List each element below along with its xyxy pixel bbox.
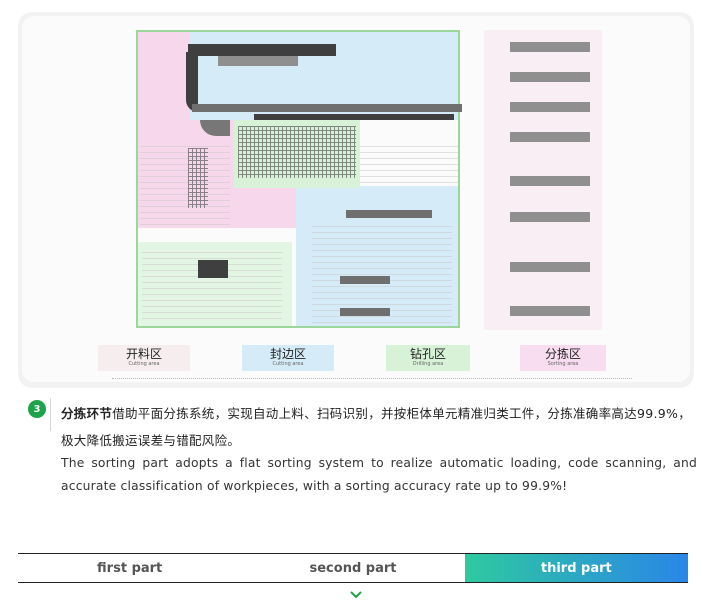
- machine-curve-mid: [200, 120, 230, 136]
- edge-machine-3: [340, 308, 390, 316]
- machine-line-mid: [192, 104, 462, 112]
- sorting-station-7: [510, 262, 590, 272]
- sorting-station-6: [510, 212, 590, 222]
- legend-sorting: 分拣区 Sorting area: [520, 345, 606, 371]
- cutting-machine-grid: [188, 148, 208, 208]
- factory-layout-image: 开料区 Cutting area 封边区 Cutting area 钻孔区 Dr…: [18, 12, 694, 388]
- conveyor-lines-left: [140, 146, 230, 226]
- legend-sublabel: Sorting area: [547, 361, 579, 367]
- cutting-machine: [198, 260, 228, 278]
- machine-line-top-2: [218, 56, 298, 66]
- sorting-station-5: [510, 176, 590, 186]
- section-title: 分拣环节: [61, 406, 113, 421]
- section-description-zh: 分拣环节借助平面分拣系统，实现自动上料、扫码识别，并按柜体单元精准归类工件，分拣…: [61, 400, 697, 454]
- sorting-station-8: [510, 306, 590, 316]
- tab-second-part[interactable]: second part: [309, 560, 397, 576]
- sorting-station-4: [510, 132, 590, 142]
- legend-label: 分拣区: [544, 347, 581, 361]
- legend-drilling: 钻孔区 Drilling area: [386, 345, 470, 371]
- legend-label: 钻孔区: [409, 347, 446, 361]
- factory-outline: [136, 30, 460, 328]
- section-description-en: The sorting part adopts a flat sorting s…: [61, 456, 697, 493]
- legend-label: 封边区: [269, 347, 306, 361]
- sorting-station-3: [510, 102, 590, 112]
- cutting-zone-top: [136, 30, 190, 120]
- legend-sublabel: Cutting area: [272, 361, 304, 367]
- dotted-divider: [112, 378, 632, 379]
- machine-line-top: [188, 44, 336, 56]
- sorting-station-1: [510, 42, 590, 52]
- machine-curve-left: [186, 52, 198, 112]
- section-body-zh: 借助平面分拣系统，实现自动上料、扫码识别，并按柜体单元精准归类工件，分拣准确率高…: [61, 406, 692, 448]
- part-tabs: first part second part third part: [18, 553, 688, 583]
- edge-machine-1: [346, 210, 432, 218]
- conveyor-lines-right: [360, 146, 458, 186]
- step-number-badge: 3: [28, 400, 46, 418]
- layout-diagram: 开料区 Cutting area 封边区 Cutting area 钻孔区 Dr…: [22, 16, 690, 382]
- legend-sublabel: Cutting area: [128, 361, 160, 367]
- legend-label: 开料区: [125, 347, 162, 361]
- legend-cutting: 开料区 Cutting area: [98, 345, 190, 371]
- legend-edge-banding: 封边区 Cutting area: [242, 345, 334, 371]
- chevron-down-icon[interactable]: [349, 590, 363, 600]
- sorting-station-2: [510, 72, 590, 82]
- tab-third-part[interactable]: third part: [464, 554, 688, 582]
- drilling-machine-grid: [238, 126, 356, 178]
- edge-machine-2: [340, 276, 390, 284]
- legend-sublabel: Drilling area: [412, 361, 444, 367]
- step-divider: [50, 398, 51, 431]
- machine-line-lower: [254, 114, 454, 120]
- tab-first-part[interactable]: first part: [97, 560, 163, 576]
